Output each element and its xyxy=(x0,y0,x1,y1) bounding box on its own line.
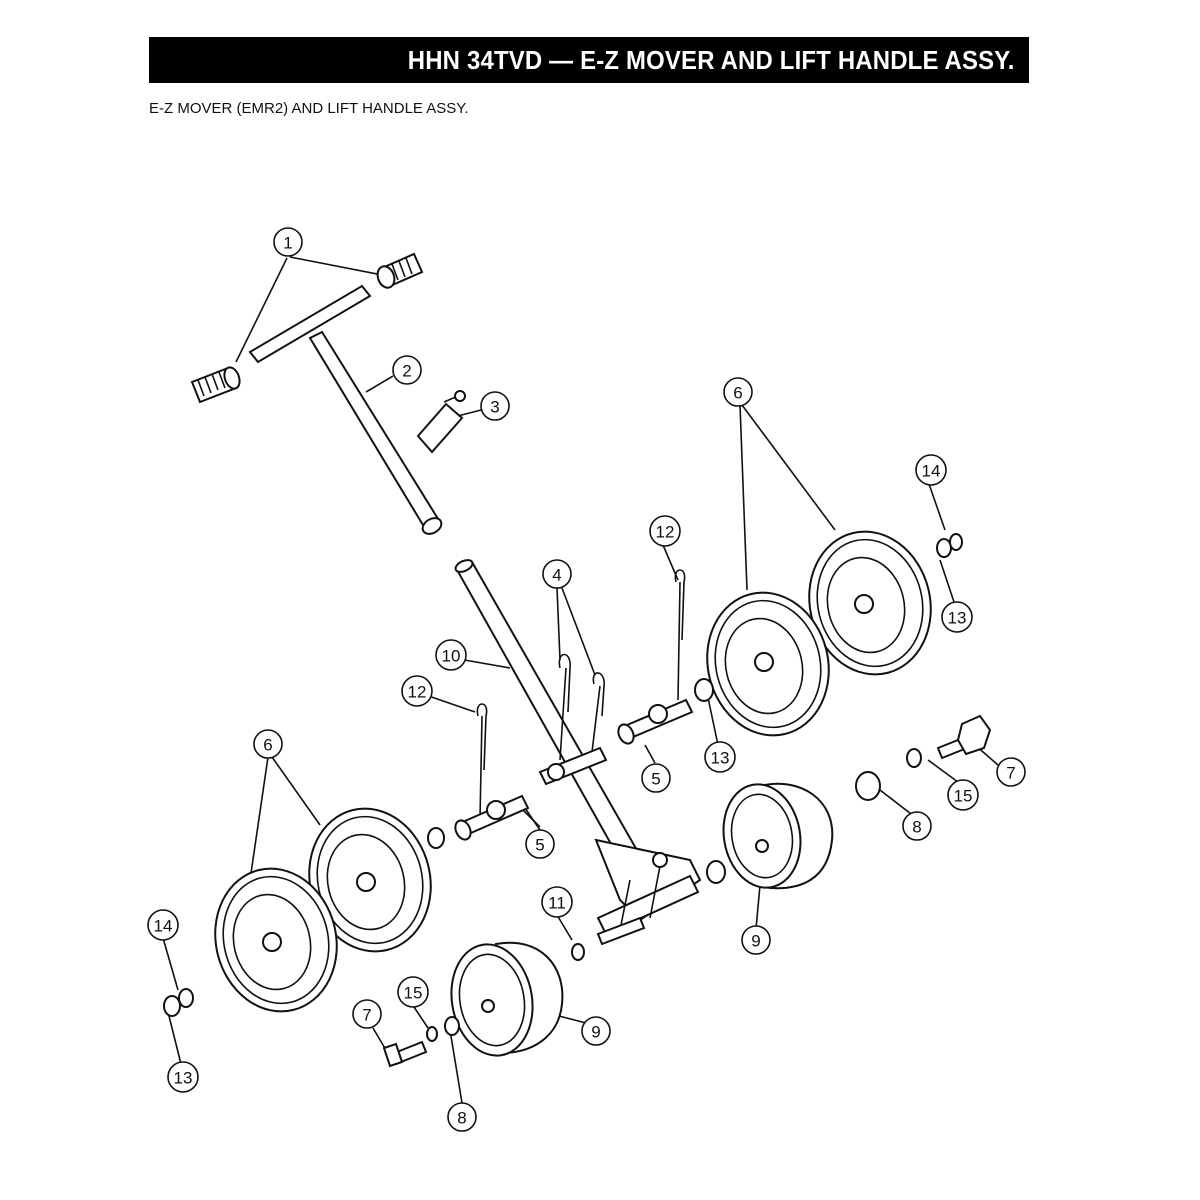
svg-text:7: 7 xyxy=(1006,764,1015,783)
svg-text:3: 3 xyxy=(490,398,499,417)
callout-7-left: 7 xyxy=(352,999,382,1029)
callout-7-right: 7 xyxy=(996,757,1026,787)
axle-right xyxy=(617,698,694,745)
svg-text:12: 12 xyxy=(408,683,427,702)
svg-text:9: 9 xyxy=(751,932,760,951)
assembly-subtitle: E-Z MOVER (EMR2) AND LIFT HANDLE ASSY. xyxy=(149,100,469,117)
callout-10: 10 xyxy=(435,639,467,671)
washers xyxy=(163,533,963,1042)
callout-3: 3 xyxy=(480,391,510,421)
svg-text:5: 5 xyxy=(535,836,544,855)
wheel-6-lower-front xyxy=(214,867,338,1013)
handle-grip-right xyxy=(376,252,424,289)
callout-15-right: 15 xyxy=(947,779,979,811)
wheel-9-right xyxy=(722,782,834,890)
callout-11: 11 xyxy=(541,886,573,918)
bolt-left xyxy=(382,1040,428,1068)
svg-text:5: 5 xyxy=(651,770,660,789)
svg-text:12: 12 xyxy=(656,523,675,542)
wheel-9-left xyxy=(450,941,564,1057)
callout-15-left: 15 xyxy=(397,976,429,1008)
svg-text:4: 4 xyxy=(552,566,561,585)
bolt-right xyxy=(936,714,992,760)
callout-13-upper-right: 13 xyxy=(941,601,973,633)
callout-14-right: 14 xyxy=(915,454,947,486)
callout-6-upper: 6 xyxy=(723,377,753,407)
svg-text:10: 10 xyxy=(442,647,461,666)
callout-1: 1 xyxy=(273,227,303,257)
svg-text:2: 2 xyxy=(402,362,411,381)
handle-grip-left xyxy=(190,366,241,404)
axle-left xyxy=(454,794,530,841)
svg-text:1: 1 xyxy=(283,234,292,253)
callout-9-left: 9 xyxy=(581,1016,611,1046)
svg-text:7: 7 xyxy=(362,1006,371,1025)
svg-text:8: 8 xyxy=(457,1109,466,1128)
callout-2: 2 xyxy=(392,355,422,385)
hairpin-clips xyxy=(558,653,605,761)
callout-4: 4 xyxy=(542,559,572,589)
t-handle xyxy=(248,284,443,535)
svg-text:13: 13 xyxy=(948,609,967,628)
callout-13-middle: 13 xyxy=(704,741,736,773)
callout-6-lower: 6 xyxy=(253,729,283,759)
callout-14-left: 14 xyxy=(147,909,179,941)
svg-text:9: 9 xyxy=(591,1023,600,1042)
callout-12-upper: 12 xyxy=(649,515,681,547)
svg-text:15: 15 xyxy=(404,984,423,1003)
callout-8-left: 8 xyxy=(447,1102,477,1132)
cotter-pins xyxy=(476,569,686,821)
callout-9-right: 9 xyxy=(741,925,771,955)
svg-text:6: 6 xyxy=(733,384,742,403)
callout-8-right: 8 xyxy=(902,811,932,841)
svg-text:6: 6 xyxy=(263,736,272,755)
callout-12-lower: 12 xyxy=(401,675,433,707)
lift-frame xyxy=(454,559,702,946)
lock-pin xyxy=(416,390,466,454)
page-title: HHN 34TVD — E-Z MOVER AND LIFT HANDLE AS… xyxy=(408,45,1015,75)
wheel-6-upper-front xyxy=(706,591,830,737)
svg-text:14: 14 xyxy=(154,917,173,936)
svg-text:13: 13 xyxy=(711,749,730,768)
title-bar: HHN 34TVD — E-Z MOVER AND LIFT HANDLE AS… xyxy=(149,37,1029,83)
svg-text:13: 13 xyxy=(174,1069,193,1088)
svg-text:11: 11 xyxy=(548,894,566,913)
wheel-6-upper-rear xyxy=(808,530,932,676)
svg-text:15: 15 xyxy=(954,787,973,806)
wheel-6-lower-rear xyxy=(308,807,432,953)
svg-text:8: 8 xyxy=(912,818,921,837)
callout-13-lower-left: 13 xyxy=(167,1061,199,1093)
svg-text:14: 14 xyxy=(922,462,941,481)
callout-5-right: 5 xyxy=(641,763,671,793)
callout-5-left: 5 xyxy=(525,829,555,859)
